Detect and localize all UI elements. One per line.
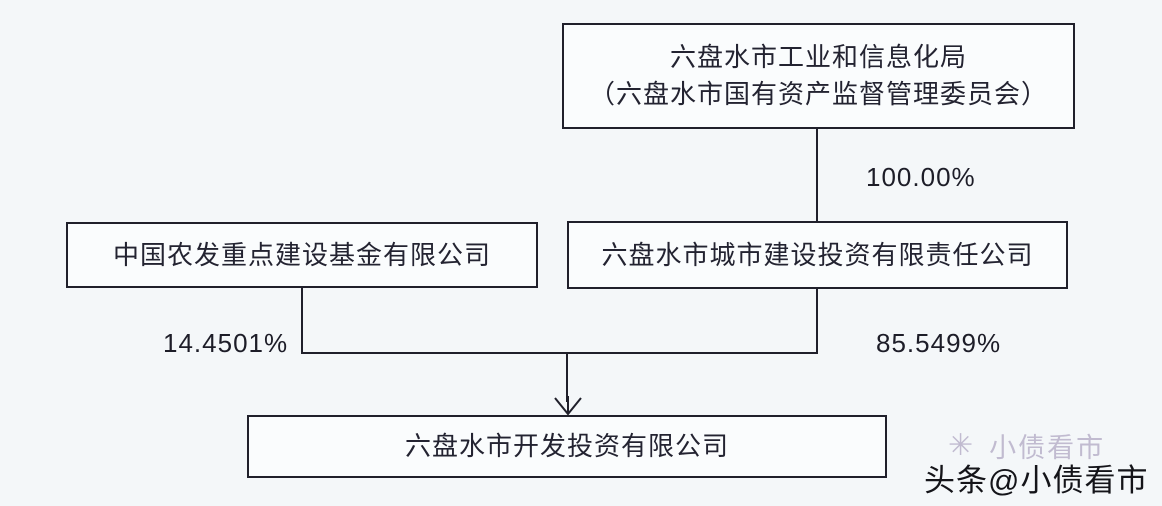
watermark-faint: ✳ 小债看市	[948, 426, 1105, 465]
node-fund-label: 中国农发重点建设基金有限公司	[112, 239, 491, 270]
edge-authority-citycons-line	[816, 129, 818, 221]
node-devinvest-label: 六盘水市开发投资有限公司	[404, 431, 729, 461]
edge-merge-horizontal-line	[301, 352, 818, 354]
watermark-faint-text: 小债看市	[989, 433, 1106, 463]
arrow-down-icon	[554, 396, 582, 416]
node-authority-line1: 六盘水市工业和信息化局	[669, 42, 967, 72]
edge-authority-citycons-percent: 100.00%	[866, 162, 976, 192]
node-authority-line2: （六盘水市国有资产监督管理委员会）	[588, 79, 1048, 109]
watermark-bold-text: 头条@小债看市	[924, 463, 1149, 498]
edge-fund-drop-line	[301, 288, 303, 354]
node-fund: 中国农发重点建设基金有限公司	[66, 222, 538, 288]
edge-devinvest-drop-line	[566, 352, 568, 402]
edge-citycons-drop-line	[816, 289, 818, 354]
edge-citycons-devinvest-percent: 85.5499%	[876, 328, 1002, 358]
node-citycons: 六盘水市城市建设投资有限责任公司	[567, 221, 1068, 289]
node-devinvest: 六盘水市开发投资有限公司	[247, 415, 887, 478]
node-citycons-label: 六盘水市城市建设投资有限责任公司	[601, 239, 1034, 270]
watermark-logo-icon: ✳	[948, 428, 976, 462]
node-authority: 六盘水市工业和信息化局 （六盘水市国有资产监督管理委员会）	[562, 23, 1075, 129]
edge-fund-devinvest-percent: 14.4501%	[163, 328, 289, 358]
